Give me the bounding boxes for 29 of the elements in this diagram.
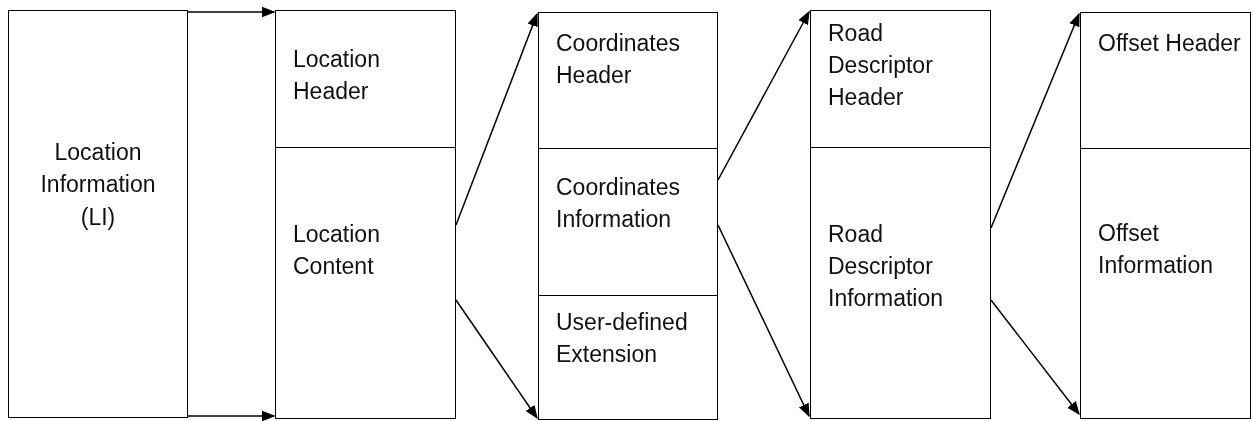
arrow: [990, 299, 1080, 416]
box-label: Location Information: [39, 138, 157, 199]
process-box: [8, 10, 188, 418]
box-label: Coordinates Information: [556, 173, 682, 234]
box-label: User-defined Extension: [556, 308, 689, 369]
process-box: [538, 295, 718, 420]
box-label: (LI): [79, 203, 117, 232]
arrow: [187, 6, 276, 18]
box-label: Offset Header: [1098, 29, 1242, 58]
arrow: [455, 12, 538, 226]
box-label: Road Descriptor Header: [828, 19, 934, 112]
arrow: [990, 12, 1080, 229]
box-label: Location Header: [293, 45, 381, 106]
box-label: Coordinates Header: [556, 29, 682, 90]
process-box: [275, 147, 456, 419]
box-label: Offset Information: [1098, 219, 1215, 280]
process-box: [1080, 12, 1251, 149]
arrow: [717, 10, 810, 181]
box-label: Road Descriptor Information: [828, 220, 945, 313]
arrow: [455, 299, 538, 420]
process-box: [538, 12, 718, 149]
box-label: Location Content: [293, 220, 381, 281]
process-box: [810, 10, 991, 148]
process-box: [810, 147, 991, 419]
arrow: [717, 224, 810, 418]
process-box: [538, 148, 718, 296]
process-box: [1080, 148, 1251, 419]
arrow: [187, 410, 276, 421]
process-box: [275, 10, 456, 148]
